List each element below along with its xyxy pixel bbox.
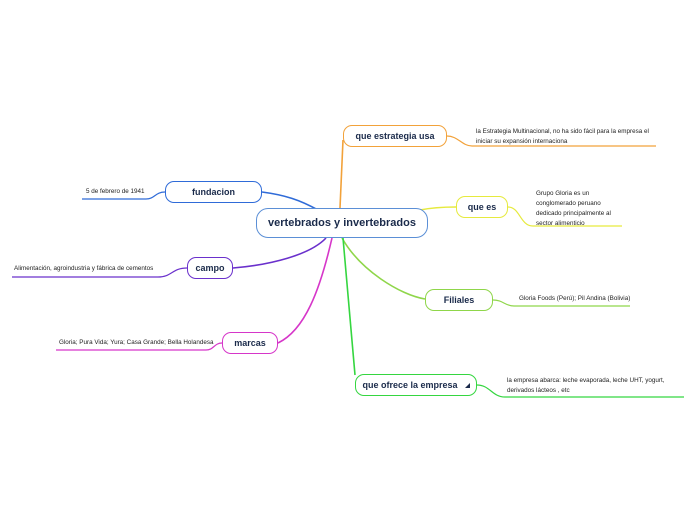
link-marcas xyxy=(277,237,333,344)
collapse-toggle-icon[interactable] xyxy=(464,382,470,388)
link-ofrece xyxy=(342,237,356,376)
detail-que-es: Grupo Gloria es un conglomerado peruano … xyxy=(536,190,611,227)
link-estrategia xyxy=(339,139,344,209)
link-quees xyxy=(419,206,457,211)
detail-estrategia: la Estrategia Multinacional, no ha sido … xyxy=(476,128,649,145)
root-topic[interactable]: vertebrados y invertebrados xyxy=(256,208,428,238)
topic-que-ofrece-label: que ofrece la empresa xyxy=(362,380,458,390)
topic-que-ofrece-la-empresa[interactable]: que ofrece la empresa xyxy=(355,374,477,396)
detail-que-ofrece: la empresa abarca: leche evaporada, lech… xyxy=(507,377,665,394)
detail-campo: Alimentación, agroindustria y fábrica de… xyxy=(14,265,154,272)
topic-marcas[interactable]: marcas xyxy=(222,332,278,354)
link-fundacion xyxy=(261,191,319,211)
link-filiales xyxy=(341,237,426,300)
leaf-link-ofrece xyxy=(476,384,684,398)
topic-que-es[interactable]: que es xyxy=(456,196,508,218)
topic-fundacion[interactable]: fundacion xyxy=(165,181,262,203)
leaf-link-fundacion xyxy=(82,191,166,200)
leaf-link-campo xyxy=(12,267,188,278)
detail-fundacion: 5 de febrero de 1941 xyxy=(86,188,145,195)
leaf-link-filiales xyxy=(492,299,630,307)
leaf-link-marcas xyxy=(56,342,223,351)
link-campo xyxy=(232,237,327,269)
detail-filiales: Gloria Foods (Perú); Pil Andina (Bolivia… xyxy=(519,295,631,302)
detail-marcas: Gloria; Pura Vida; Yura; Casa Grande; Be… xyxy=(59,339,214,346)
topic-que-estrategia-usa[interactable]: que estrategia usa xyxy=(343,125,447,147)
leaf-link-quees xyxy=(507,206,622,227)
topic-filiales[interactable]: Filiales xyxy=(425,289,493,311)
topic-campo[interactable]: campo xyxy=(187,257,233,279)
leaf-link-estrategia xyxy=(446,135,656,147)
